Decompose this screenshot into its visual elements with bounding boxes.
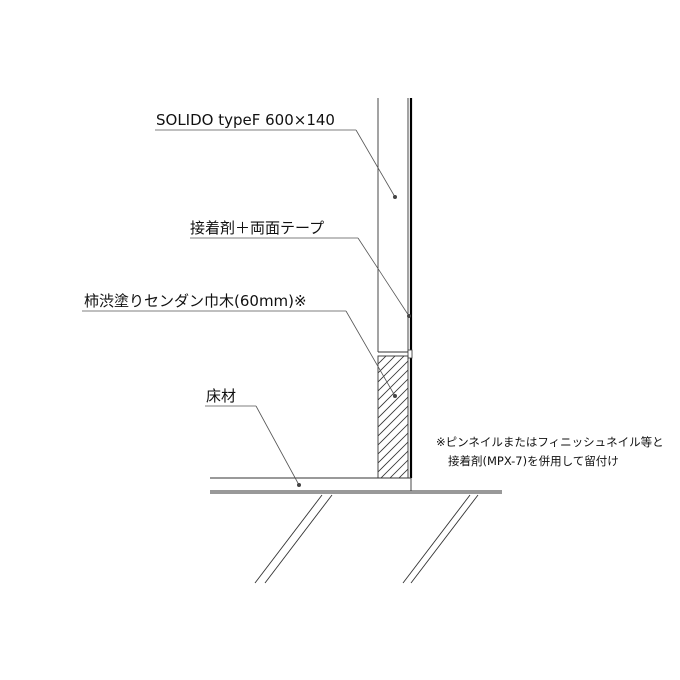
hatch-line	[378, 369, 408, 401]
baseboard	[377, 316, 409, 517]
hatch-line	[378, 405, 408, 437]
wall-panel	[377, 98, 409, 353]
hatch-line	[378, 414, 408, 446]
label-adhesive: 接着剤＋両面テープ	[190, 219, 324, 237]
label-floor: 床材	[206, 387, 236, 405]
leader-panel	[155, 129, 397, 199]
hatch-line	[398, 468, 408, 478]
break-lines	[254, 494, 479, 584]
hatch-line	[378, 396, 408, 428]
hatch-line	[378, 356, 387, 365]
leader-adhesive	[190, 237, 411, 318]
hatch-line	[378, 356, 405, 383]
hatch-line	[378, 378, 408, 410]
hatch-line	[378, 316, 408, 346]
hatch-line	[378, 360, 408, 392]
floor-material	[210, 477, 412, 492]
hatch-line	[378, 387, 408, 419]
hatch-line	[378, 325, 408, 355]
hatch-line	[380, 450, 408, 478]
note-line-2: 接着剤(MPX-7)を併用して留付け	[448, 454, 619, 468]
label-panel: SOLIDO typeF 600×140	[156, 111, 335, 129]
leader-baseboard	[82, 310, 397, 398]
hatch-line	[378, 423, 408, 455]
leader-floor	[205, 405, 301, 487]
hatch-line	[378, 441, 408, 473]
hatch-line	[378, 487, 408, 517]
label-baseboard: 柿渋塗りセンダン巾木(60mm)※	[84, 292, 307, 310]
hatch-line	[378, 432, 408, 464]
hatch-line	[378, 356, 396, 374]
hatch-line	[389, 459, 408, 478]
note-line-1: ※ピンネイルまたはフィニッシュネイル等と	[436, 435, 664, 449]
adhesive-tape-block	[407, 349, 413, 359]
